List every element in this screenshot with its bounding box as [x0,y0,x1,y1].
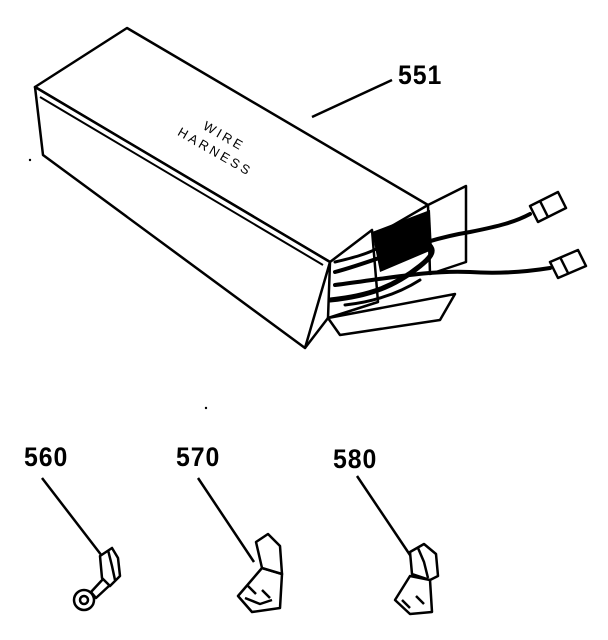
harness-wires [327,212,552,307]
callout-580: 580 [333,444,378,474]
callout-551: 551 [398,60,443,90]
callout-570: 570 [176,442,221,472]
leader-580 [355,475,414,559]
callout-560: 560 [24,442,69,472]
leader-570 [196,477,256,563]
leader-560 [41,477,103,557]
connector-lower-icon [548,248,588,280]
ring-terminal-icon [72,546,122,612]
female-terminal-icon [393,542,440,616]
connector-upper-icon [528,190,568,224]
print-specks [28,158,208,410]
flag-terminal-icon [236,532,284,614]
leader-551 [311,78,393,119]
wire-harness-box [33,26,430,350]
